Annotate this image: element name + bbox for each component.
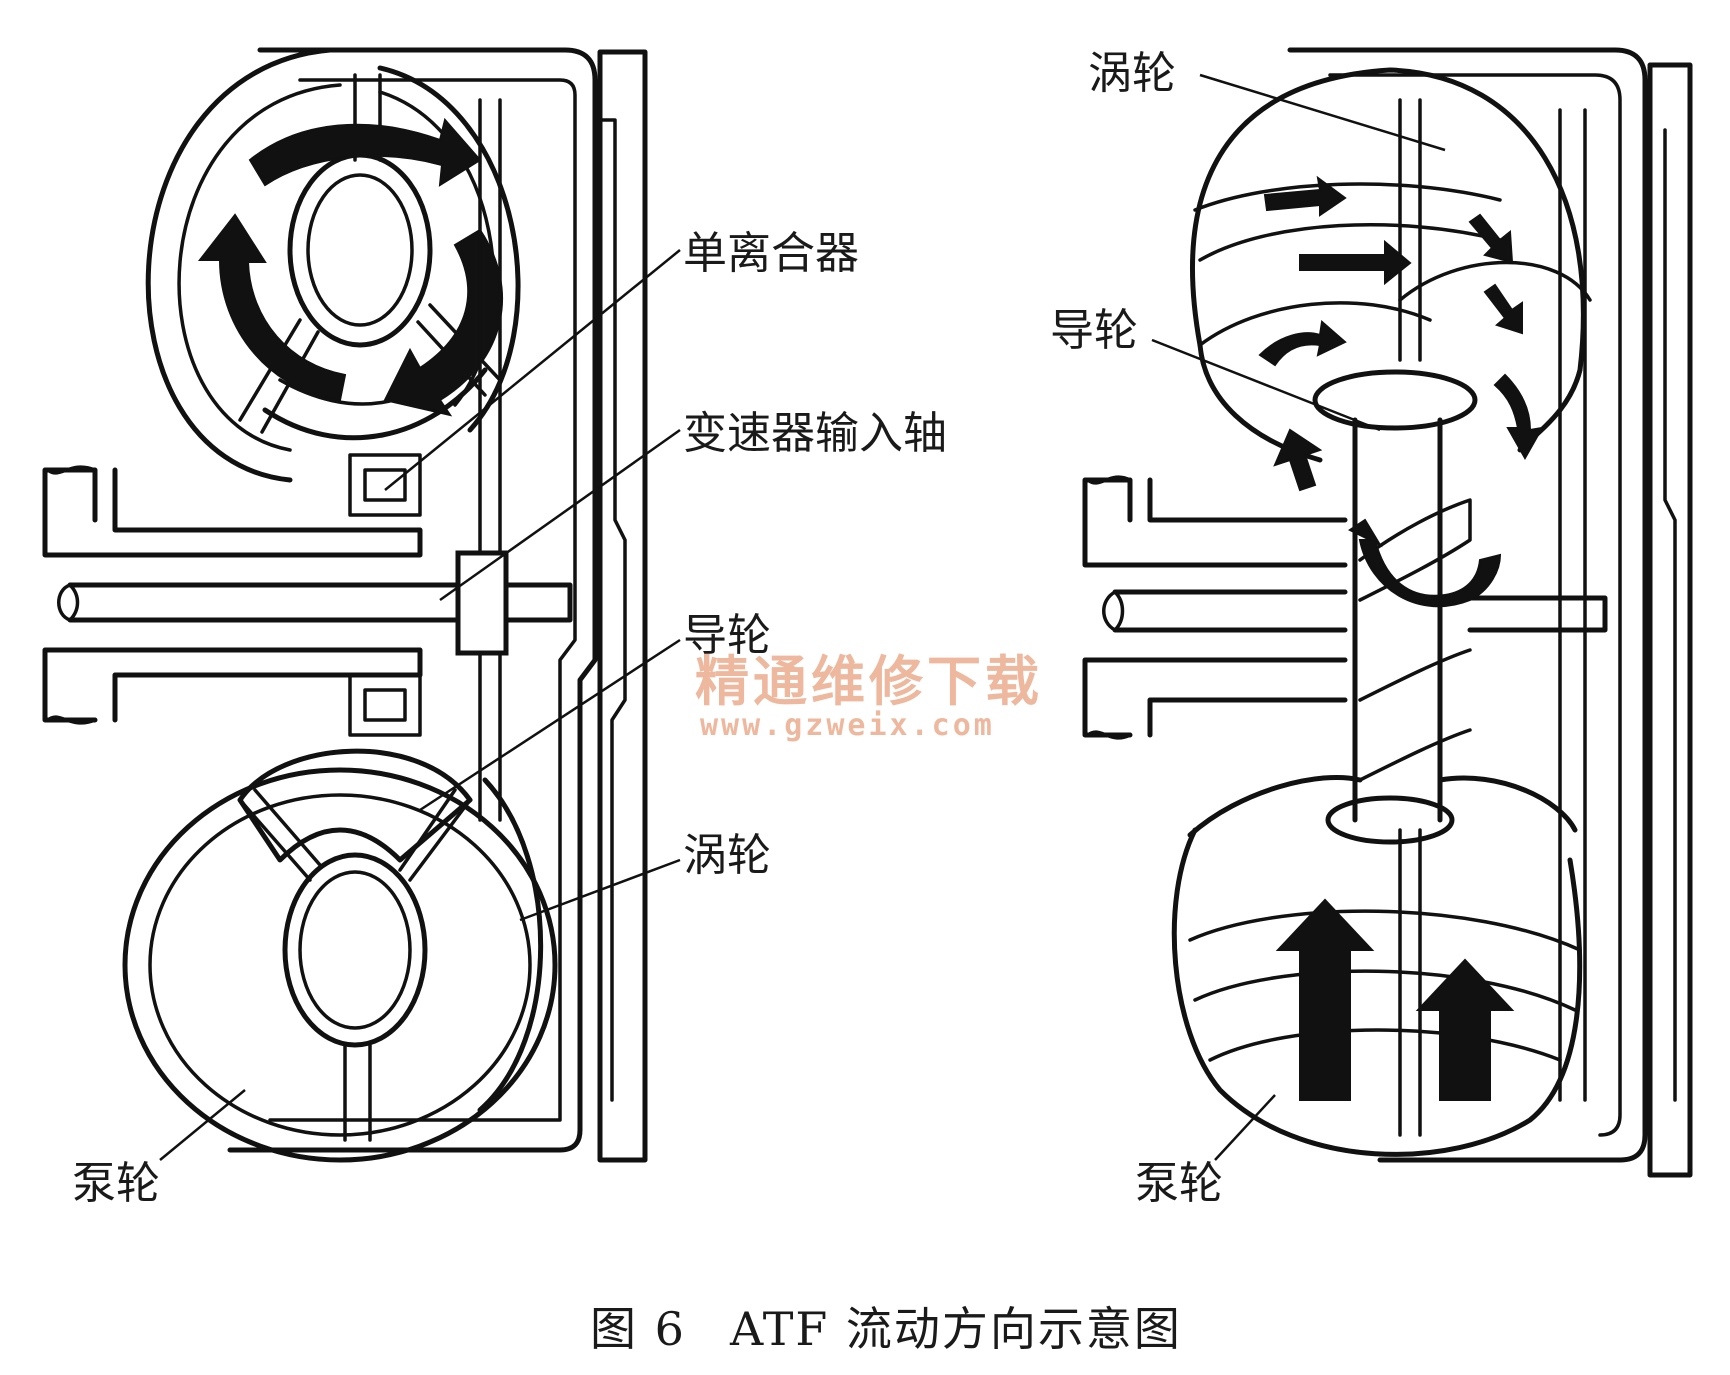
left-torque-converter-diagram: 单离合器 变速器输入轴 导轮 涡轮 泵轮 (42, 47, 947, 1209)
figure-caption: 图 6 ATF 流动方向示意图 (590, 1302, 1182, 1356)
label-one-way-clutch: 单离合器 (683, 228, 859, 279)
label-stator-right: 导轮 (1050, 305, 1138, 356)
left-housing (227, 47, 648, 1163)
left-shafts (42, 98, 573, 822)
caption-title: ATF 流动方向示意图 (729, 1302, 1182, 1356)
pump-flow-arrow-2 (1415, 958, 1515, 1101)
watermark-url: www.gzweix.com (700, 708, 995, 743)
label-pump-left: 泵轮 (72, 1158, 160, 1209)
right-shafts (1082, 475, 1608, 740)
label-turbine-right: 涡轮 (1088, 48, 1176, 99)
right-stator-tube (1273, 369, 1502, 845)
flow-arrow-right (383, 228, 503, 417)
label-stator-left: 导轮 (683, 610, 771, 661)
left-lower-torus (122, 748, 558, 1163)
left-upper-torus (145, 47, 521, 517)
right-leader-lines (1151, 73, 1446, 1161)
input-shaft-hub (455, 550, 509, 656)
caption-figure-number: 图 6 (590, 1302, 686, 1356)
right-upper-torus (1190, 67, 1592, 463)
pump-flow-arrow-1 (1275, 898, 1375, 1101)
label-pump-right: 泵轮 (1135, 1158, 1223, 1209)
watermark: 精通维修下载 www.gzweix.com (695, 650, 1043, 743)
right-torque-converter-diagram: 涡轮 导轮 泵轮 (1050, 47, 1693, 1209)
right-lower-torus (1171, 775, 1583, 1157)
label-input-shaft: 变速器输入轴 (683, 408, 947, 459)
label-turbine-left: 涡轮 (683, 830, 771, 881)
left-leader-lines (159, 249, 681, 1161)
watermark-title: 精通维修下载 (695, 650, 1043, 713)
flow-arrow-left (197, 213, 347, 402)
